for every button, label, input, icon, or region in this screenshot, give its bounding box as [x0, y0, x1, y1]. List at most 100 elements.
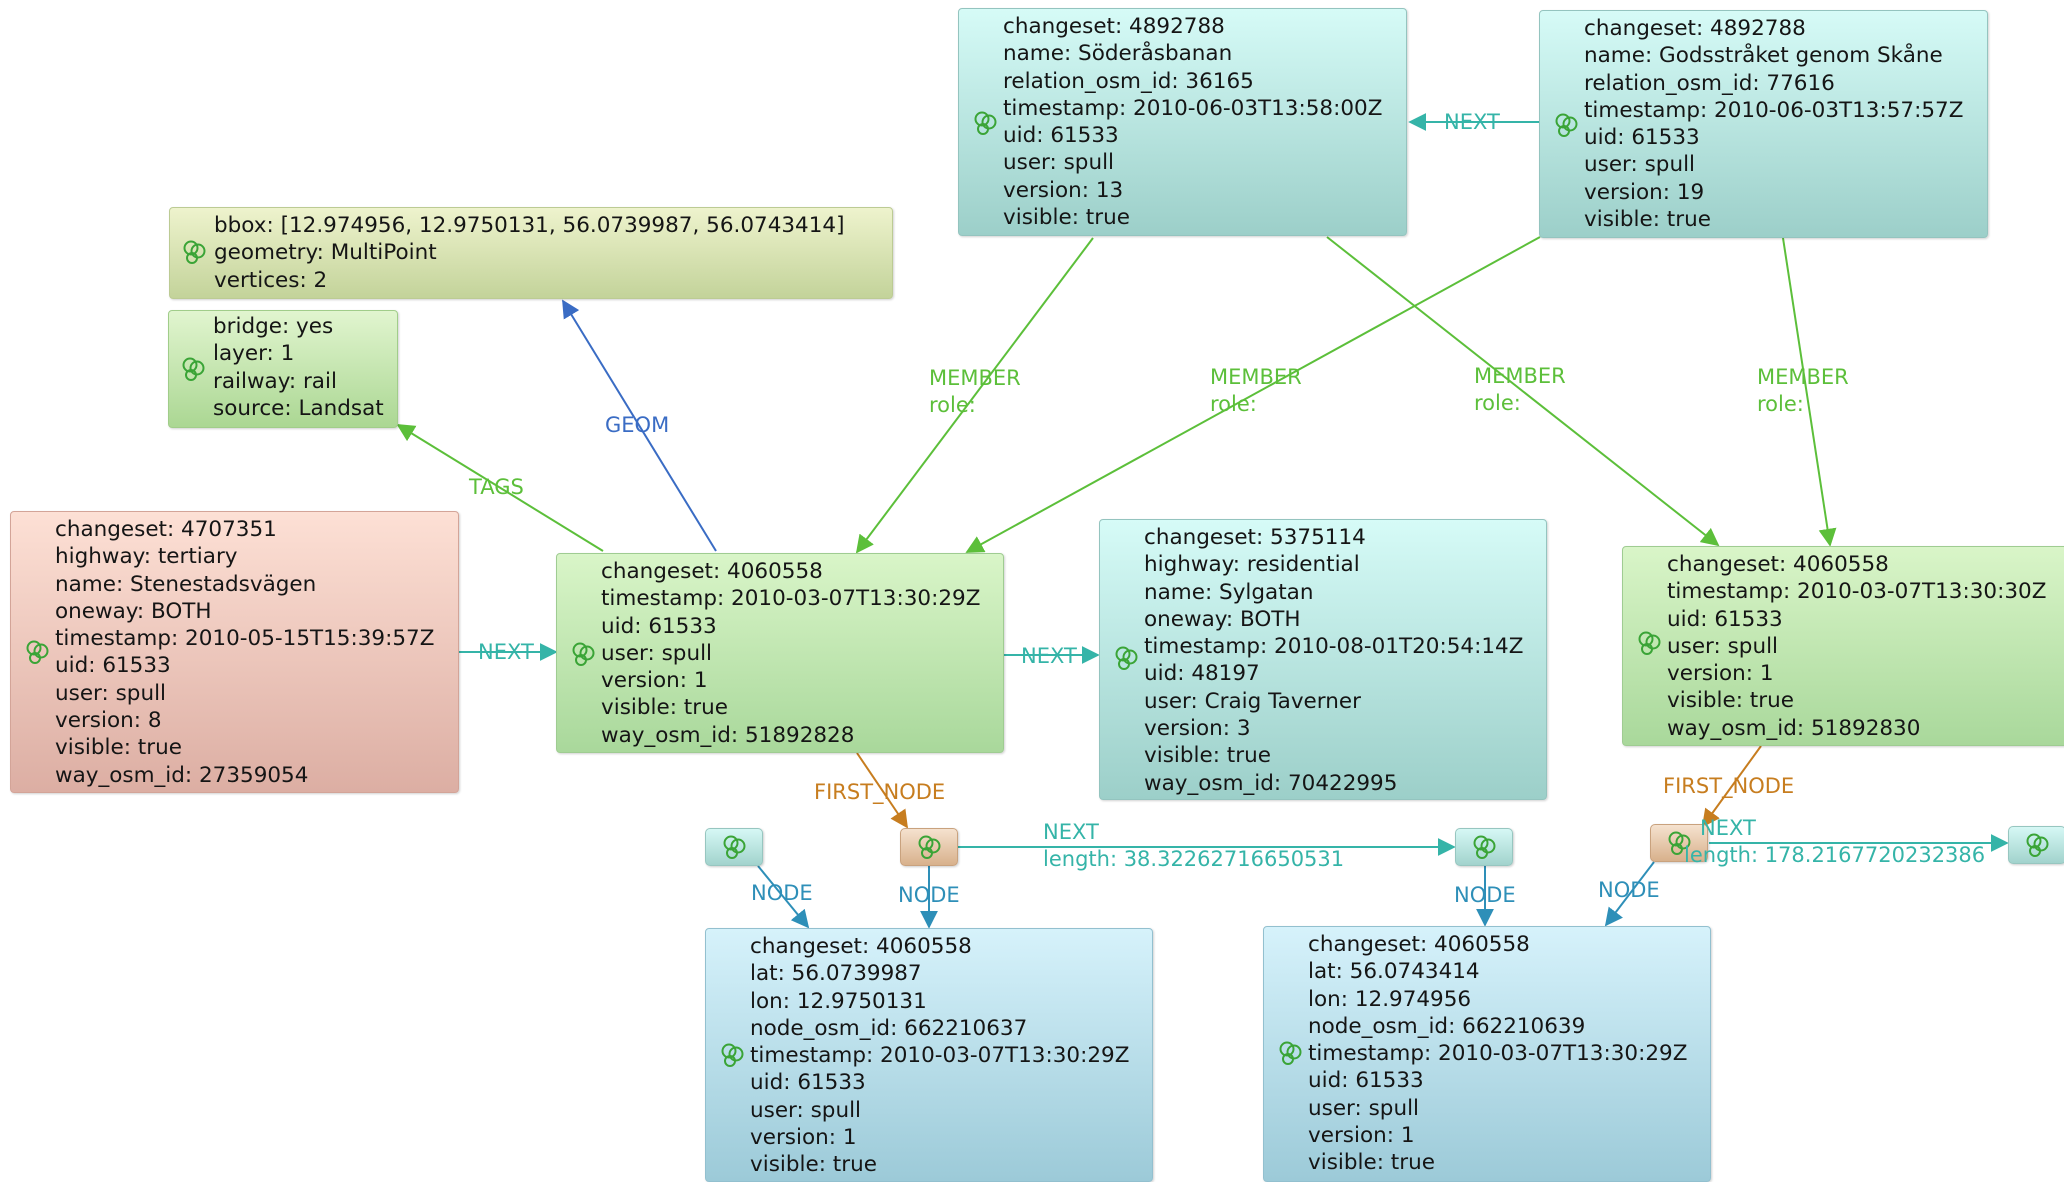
- prop-line: changeset: 4707351: [55, 517, 277, 542]
- prop-line: version: 1: [750, 1125, 857, 1151]
- edge-label-role: role:: [1210, 392, 1257, 416]
- prop-line: timestamp: 2010-06-03T13:58:00Z: [1003, 95, 1383, 121]
- prop-line: user: spull: [601, 640, 713, 666]
- prop-line: relation_osm_id: 77616: [1584, 70, 1835, 96]
- prop-line: version: 19: [1584, 179, 1705, 205]
- prop-line: changeset: 4892788: [1584, 16, 1806, 41]
- prop-line: lat: 56.0739987: [750, 961, 922, 987]
- prop-line: version: 1: [601, 668, 708, 694]
- prop-line: timestamp: 2010-03-07T13:30:30Z: [1667, 579, 2047, 605]
- edge-label-role: role:: [1757, 392, 1804, 416]
- prop-line: layer: 1: [213, 341, 295, 367]
- edge-label-next: NEXT: [1700, 816, 1756, 840]
- node-glyph-icon: [1279, 1041, 1302, 1065]
- edge-label-first-node: FIRST_NODE: [1663, 774, 1795, 798]
- segment-node-first-right[interactable]: [1650, 824, 1708, 862]
- prop-line: way_osm_id: 27359054: [55, 762, 309, 788]
- node-glyph-icon: [1115, 646, 1138, 670]
- prop-line: lat: 56.0743414: [1308, 959, 1480, 985]
- prop-line: name: Sylgatan: [1144, 579, 1314, 605]
- node-properties: changeset: 4060558 lat: 56.0743414 lon: …: [1308, 931, 1687, 1177]
- edge-label-next: NEXT: [1043, 820, 1099, 844]
- node-properties: changeset: 5375114 highway: residential …: [1144, 524, 1523, 797]
- way-node-main[interactable]: changeset: 4060558 timestamp: 2010-03-07…: [556, 553, 1004, 753]
- prop-line: lon: 12.9750131: [750, 988, 927, 1014]
- edge-label-geom: GEOM: [605, 413, 670, 437]
- tags-node[interactable]: bridge: yes layer: 1 railway: rail sourc…: [168, 310, 398, 428]
- prop-line: railway: rail: [213, 368, 337, 394]
- node-glyph-icon: [974, 111, 997, 135]
- prop-line: timestamp: 2010-03-07T13:30:29Z: [601, 586, 981, 612]
- prop-line: user: Craig Taverner: [1144, 688, 1361, 714]
- way-node-sylgatan[interactable]: changeset: 5375114 highway: residential …: [1099, 519, 1547, 800]
- prop-line: vertices: 2: [214, 267, 328, 293]
- relation-node-godsstraket[interactable]: changeset: 4892788 name: Godsstråket gen…: [1539, 10, 1988, 238]
- way-node-stenestadsvagen[interactable]: changeset: 4707351 highway: tertiary nam…: [10, 511, 459, 793]
- prop-line: bbox: [12.974956, 12.9750131, 56.0739987…: [214, 213, 845, 238]
- prop-line: user: spull: [1308, 1095, 1420, 1121]
- prop-line: timestamp: 2010-08-01T20:54:14Z: [1144, 634, 1524, 660]
- prop-line: visible: true: [1308, 1150, 1435, 1176]
- prop-line: version: 1: [1308, 1123, 1415, 1149]
- edge-label-role: role:: [929, 393, 976, 417]
- segment-node-3[interactable]: [1455, 828, 1513, 866]
- edge-member-rel-b-to-way-right: [1782, 237, 1837, 547]
- edge-member-rel-a-to-way-main: [855, 237, 1094, 554]
- node-properties: changeset: 4060558 timestamp: 2010-03-07…: [601, 558, 980, 749]
- relation-node-soderasbanan[interactable]: changeset: 4892788 name: Söderåsbanan re…: [958, 8, 1407, 236]
- prop-line: user: spull: [750, 1097, 862, 1123]
- edge-node-4: [1604, 861, 1655, 927]
- prop-line: user: spull: [1584, 152, 1696, 178]
- node-glyph-icon: [1668, 831, 1691, 855]
- prop-line: highway: tertiary: [55, 544, 238, 570]
- prop-line: uid: 48197: [1144, 661, 1260, 687]
- node-glyph-icon: [572, 642, 595, 666]
- edge-label-next: NEXT: [478, 640, 534, 664]
- prop-line: visible: true: [750, 1152, 877, 1178]
- segment-node-first[interactable]: [900, 828, 958, 866]
- node-glyph-icon: [723, 835, 746, 859]
- edge-label-node: NODE: [751, 881, 813, 905]
- prop-line: changeset: 4060558: [1667, 552, 1889, 577]
- prop-line: version: 13: [1003, 177, 1124, 203]
- prop-line: changeset: 5375114: [1144, 525, 1366, 550]
- prop-line: version: 8: [55, 708, 162, 734]
- prop-line: name: Söderåsbanan: [1003, 41, 1233, 67]
- prop-line: timestamp: 2010-03-07T13:30:29Z: [750, 1043, 1130, 1069]
- segment-node-5[interactable]: [2008, 826, 2064, 864]
- prop-line: visible: true: [55, 735, 182, 761]
- edge-label-member: MEMBER: [1210, 365, 1302, 389]
- node-properties: changeset: 4060558 lat: 56.0739987 lon: …: [750, 933, 1129, 1179]
- edge-geom: [562, 299, 717, 552]
- edge-label-next: NEXT: [1444, 110, 1500, 134]
- prop-line: visible: true: [601, 695, 728, 721]
- way-node-right[interactable]: changeset: 4060558 timestamp: 2010-03-07…: [1622, 546, 2064, 746]
- prop-line: uid: 61533: [55, 653, 171, 679]
- prop-line: visible: true: [1667, 688, 1794, 714]
- node-glyph-icon: [2026, 833, 2049, 857]
- prop-line: relation_osm_id: 36165: [1003, 68, 1254, 94]
- prop-line: uid: 61533: [1003, 123, 1119, 149]
- prop-line: highway: residential: [1144, 552, 1360, 578]
- edge-tags: [396, 424, 604, 552]
- node-glyph-icon: [1555, 113, 1578, 137]
- segment-node-1[interactable]: [705, 828, 763, 866]
- prop-line: user: spull: [1667, 633, 1779, 659]
- prop-line: version: 1: [1667, 661, 1774, 687]
- node-properties: changeset: 4060558 timestamp: 2010-03-07…: [1667, 551, 2046, 742]
- edge-node-1: [757, 865, 810, 929]
- prop-line: visible: true: [1144, 743, 1271, 769]
- geometry-node[interactable]: bbox: [12.974956, 12.9750131, 56.0739987…: [169, 207, 893, 299]
- node-glyph-icon: [1638, 631, 1661, 655]
- prop-line: changeset: 4060558: [601, 559, 823, 584]
- prop-line: node_osm_id: 662210637: [750, 1015, 1028, 1041]
- edge-label-node: NODE: [1598, 878, 1660, 902]
- prop-line: node_osm_id: 662210639: [1308, 1013, 1586, 1039]
- node-properties: changeset: 4892788 name: Godsstråket gen…: [1584, 15, 1963, 233]
- osm-node-662210637[interactable]: changeset: 4060558 lat: 56.0739987 lon: …: [705, 928, 1153, 1182]
- prop-line: timestamp: 2010-03-07T13:30:29Z: [1308, 1041, 1688, 1067]
- edge-member-rel-b-to-way-main: [965, 236, 1541, 553]
- osm-node-662210639[interactable]: changeset: 4060558 lat: 56.0743414 lon: …: [1263, 926, 1711, 1182]
- edge-label-length: length: 38.32262716650531: [1043, 847, 1345, 871]
